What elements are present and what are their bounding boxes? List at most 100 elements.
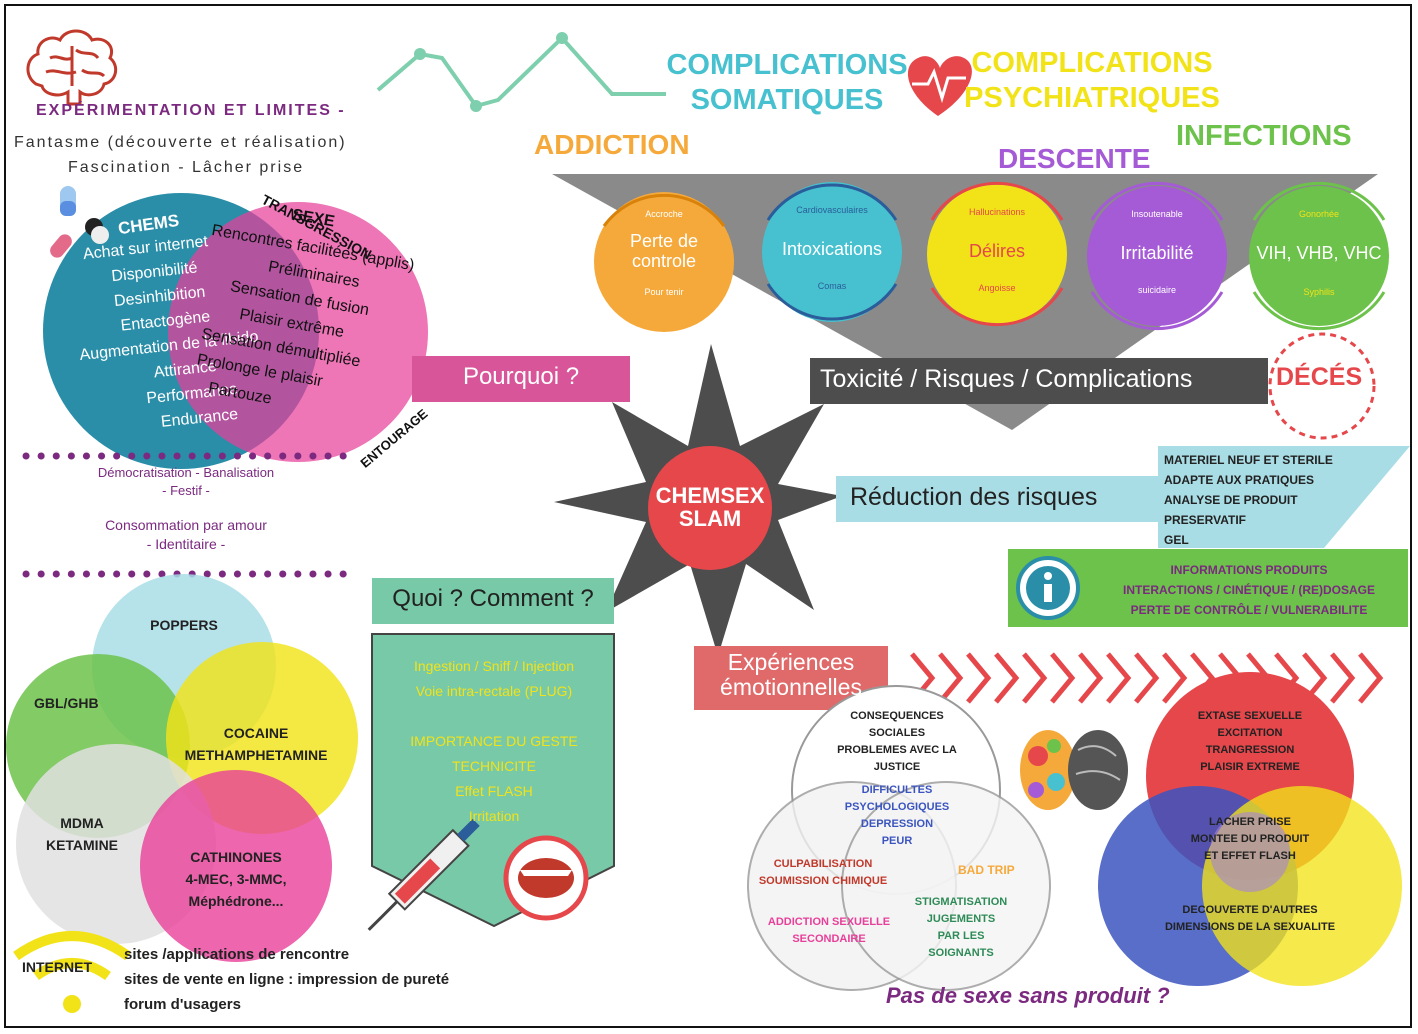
drug-mdma: MDMA KETAMINE <box>32 812 132 856</box>
sexe-circle <box>168 202 428 462</box>
experimentation-line: Fantasme (découverte et réalisation) <box>14 134 347 151</box>
reduction-item: ANALYSE DE PRODUIT <box>1164 493 1298 507</box>
social-line: Consommation par amour <box>105 517 267 533</box>
consequence-line: SOUMISSION CHIMIQUE <box>758 875 888 887</box>
reduction-item: GEL <box>1164 533 1189 547</box>
drug-line: Méphédrone... <box>188 893 284 909</box>
sexuality-line: PLAISIR EXTREME <box>1200 761 1300 773</box>
pill-icon <box>50 186 109 258</box>
quoi-box <box>372 578 614 624</box>
consequence-line: STIGMATISATION <box>914 896 1008 908</box>
consequence-line: JUSTICE <box>873 761 921 773</box>
consequences-culp: CULPABILISATION SOUMISSION CHIMIQUE <box>746 856 900 890</box>
comment-item: IMPORTANCE DU GESTE <box>410 733 578 749</box>
consequence-line: DIFFICULTES <box>861 784 933 796</box>
circle-bottom-label: Angoisse <box>978 283 1016 293</box>
drug-line: METHAMPHETAMINE <box>184 747 328 763</box>
consequences-addiction: ADDICTION SEXUELLE SECONDAIRE <box>758 914 900 948</box>
consequence-line: CULPABILISATION <box>773 858 873 870</box>
sexuality-line: DECOUVERTE D'AUTRES <box>1182 904 1318 916</box>
addiction-title: ADDICTION <box>534 129 690 160</box>
social-line: - Identitaire - <box>146 536 226 552</box>
consequences-venn <box>747 685 1051 991</box>
infographic-graphics <box>6 29 1410 1013</box>
sexuality-middle: LACHER PRISE MONTEE DU PRODUIT ET EFFET … <box>1166 814 1334 865</box>
reduction-title: Réduction des risques <box>850 483 1098 511</box>
circle-bottom-label: Syphilis <box>1303 287 1335 297</box>
circle-top-label: Cardiovasculaires <box>796 205 868 215</box>
sexuality-line: DIMENSIONS DE LA SEXUALITE <box>1164 921 1336 933</box>
brain-icon <box>26 29 118 106</box>
circle-top-label: Gonorhée <box>1298 209 1340 219</box>
circle-main-label: Irritabilité <box>1120 243 1194 263</box>
sexuality-line: MONTEE DU PRODUIT <box>1190 833 1310 845</box>
experiences-line: émotionnelles <box>720 674 862 701</box>
deces-label: DÉCÉS <box>1276 363 1363 391</box>
consequences-top: CONSEQUENCES SOCIALES PROBLEMES AVEC LA … <box>816 708 978 776</box>
syringe-icon <box>367 818 480 931</box>
drugs-venn <box>6 574 358 962</box>
comment-item: Ingestion / Sniff / Injection <box>413 658 575 674</box>
consequence-line: JUGEMENTS <box>926 913 996 925</box>
circle-bottom-label: suicidaire <box>1137 285 1177 295</box>
drug-gbl: GBL/GHB <box>34 695 99 711</box>
internet-label: INTERNET <box>22 959 92 975</box>
heart-icon <box>907 56 972 116</box>
pourquoi-label: Pourquoi ? <box>462 363 580 390</box>
consequence-line: SECONDAIRE <box>792 933 866 945</box>
sexuality-top: EXTASE SEXUELLE EXCITATION TRANGRESSION … <box>1166 708 1334 776</box>
complications-somatiques-title: COMPLICATIONS SOMATIQUES <box>662 48 912 118</box>
circle-bottom-label: Comas <box>817 281 847 291</box>
circle-top-label: Insoutenable <box>1131 209 1183 219</box>
sexuality-line: EXCITATION <box>1217 727 1283 739</box>
sexuality-line: EXTASE SEXUELLE <box>1197 710 1303 722</box>
consequence-line: PEUR <box>881 835 913 847</box>
experiences-line: Expériences <box>727 649 855 675</box>
toxicite-banner <box>810 358 1268 404</box>
drug-line: CATHINONES <box>190 849 282 865</box>
title-line: SOMATIQUES <box>690 83 884 116</box>
title-line: COMPLICATIONS <box>971 47 1213 79</box>
internet-item: sites de vente en ligne : impression de … <box>124 971 450 988</box>
drug-line: 4-MEC, 3-MMC, <box>185 871 287 887</box>
comment-item: Effet FLASH <box>455 783 533 799</box>
sexuality-bottom: DECOUVERTE D'AUTRES DIMENSIONS DE LA SEX… <box>1146 902 1354 936</box>
sexuality-line: ET EFFET FLASH <box>1204 850 1296 862</box>
title-line: PSYCHIATRIQUES <box>964 81 1220 114</box>
info-list: INFORMATIONS PRODUITS INTERACTIONS / CIN… <box>1090 560 1408 620</box>
reduction-box <box>836 446 1410 548</box>
circle-top-label: Hallucinations <box>968 207 1026 217</box>
consequences-badtrip: BAD TRIP <box>958 863 1015 877</box>
drug-cocaine: COCAINE METHAMPHETAMINE <box>166 722 346 766</box>
infographic: COMPLICATIONS SOMATIQUES COMPLICATIONS P… <box>4 4 1412 1028</box>
internet-item: sites /applications de rencontre <box>124 946 350 963</box>
drug-poppers: POPPERS <box>150 617 218 633</box>
comment-list: Ingestion / Sniff / Injection Voie intra… <box>376 654 612 829</box>
info-item: INTERACTIONS / CINÉTIQUE / (RE)DOSAGE <box>1122 583 1375 597</box>
circle-bottom-label: Pour tenir <box>644 287 684 297</box>
consequence-line: SOIGNANTS <box>928 947 994 959</box>
info-item: PERTE DE CONTRÔLE / VULNERABILITE <box>1130 603 1368 617</box>
reduction-item: PRESERVATIF <box>1164 513 1247 527</box>
reduction-item: MATERIEL NEUF ET STERILE <box>1164 453 1333 467</box>
chemsex-line: CHEMSEX <box>655 483 765 508</box>
slam-line: SLAM <box>678 506 742 532</box>
sexuality-question: Pas de sexe sans produit ? <box>886 983 1170 1008</box>
drug-cathinones: CATHINONES 4-MEC, 3-MMC, Méphédrone... <box>166 846 306 912</box>
experimentation-line: Fascination - Lâcher prise <box>68 159 305 176</box>
consequence-line: PSYCHOLOGIQUES <box>844 801 950 813</box>
consequence-line: ADDICTION SEXUELLE <box>767 916 891 928</box>
deces-circle <box>1268 332 1376 440</box>
descente-title: DESCENTE <box>998 143 1151 174</box>
consequence-line: PROBLEMES AVEC LA <box>837 744 957 756</box>
chemsex-core <box>648 446 772 570</box>
social-line: - Festif - <box>162 483 210 498</box>
experiences-label: Expériences émotionnelles <box>694 649 888 701</box>
comment-item: Irritation <box>468 808 520 824</box>
mouth-icon <box>503 835 589 921</box>
sexuality-venn <box>1098 672 1402 986</box>
reduction-list: MATERIEL NEUF ET STERILE ADAPTE AUX PRAT… <box>1164 450 1333 550</box>
drug-line: COCAINE <box>223 725 289 741</box>
circle-main-label: Intoxications <box>781 239 883 259</box>
consequences-psy: DIFFICULTES PSYCHOLOGIQUES DEPRESSION PE… <box>832 782 962 850</box>
